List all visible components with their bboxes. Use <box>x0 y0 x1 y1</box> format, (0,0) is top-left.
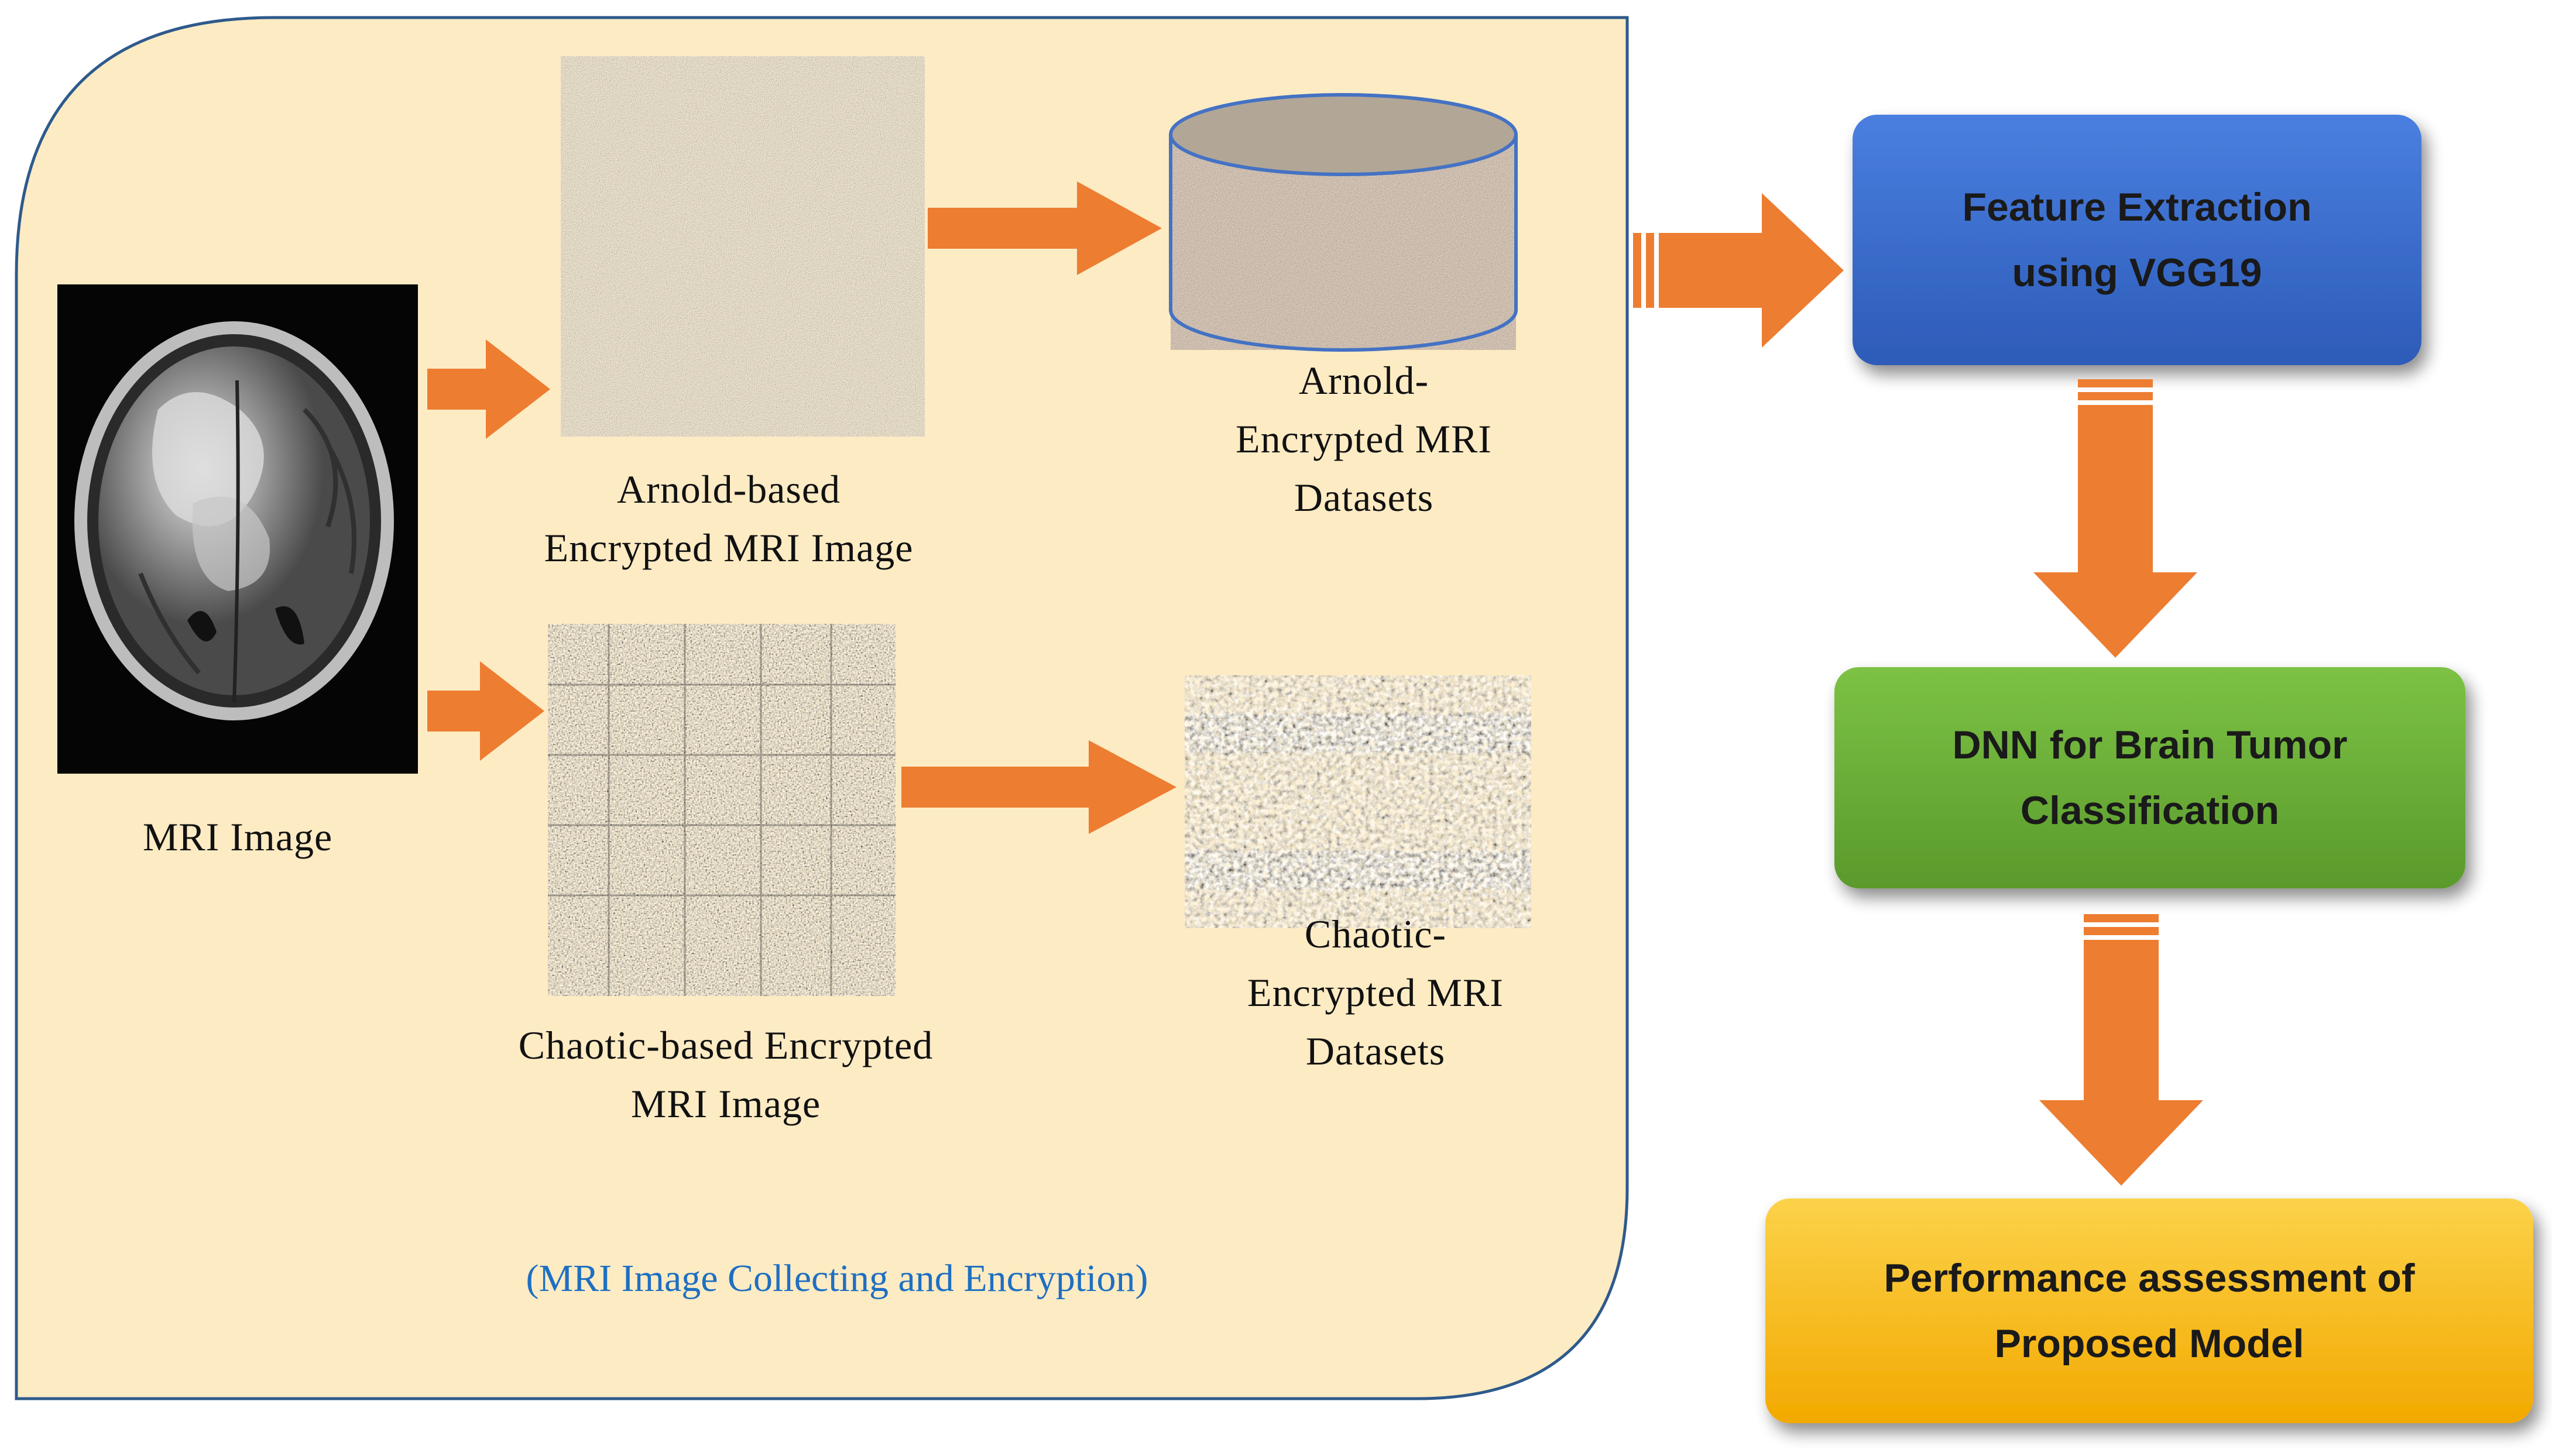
performance-assessment-line2: Proposed Model <box>1994 1321 2304 1366</box>
chaotic-dataset-label-line3: Datasets <box>1305 1029 1446 1073</box>
panel-caption: (MRI Image Collecting and Encryption) <box>526 1257 1148 1300</box>
arnold-image-label-line1: Arnold-based <box>616 467 841 511</box>
arnold-encrypted-image <box>561 56 925 437</box>
dnn-classification-box <box>1834 667 2465 888</box>
arnold-dataset-label-line3: Datasets <box>1294 475 1434 520</box>
arrow-panel-to-feature <box>1633 193 1844 348</box>
arnold-dataset-label-line1: Arnold- <box>1298 358 1429 403</box>
arrow-dnn-to-performance <box>2039 914 2203 1186</box>
arnold-dataset-label-line2: Encrypted MRI <box>1236 417 1492 461</box>
chaotic-image-label-line1: Chaotic-based Encrypted <box>518 1023 934 1067</box>
feature-extraction-text: Feature Extraction using VGG19 <box>1853 115 2421 365</box>
mri-image-label: MRI Image <box>142 815 333 859</box>
chaotic-dataset-label: Chaotic- Encrypted MRI Datasets <box>1176 905 1575 1080</box>
arrow-mri-to-chaotic <box>427 661 544 761</box>
arrow-mri-to-arnold <box>427 339 550 439</box>
arnold-image-label: Arnold-based Encrypted MRI Image <box>457 460 1001 577</box>
performance-assessment-text: Performance assessment of Proposed Model <box>1765 1199 2533 1423</box>
chaotic-encrypted-image <box>548 624 896 996</box>
dnn-classification-line1: DNN for Brain Tumor <box>1952 723 2348 767</box>
arnold-dataset-label: Arnold- Encrypted MRI Datasets <box>1165 351 1563 527</box>
chaotic-image-label: Chaotic-based Encrypted MRI Image <box>433 1016 1018 1133</box>
performance-assessment-line1: Performance assessment of <box>1884 1256 2415 1300</box>
chaotic-dataset-label-line1: Chaotic- <box>1304 912 1447 956</box>
mri-image <box>57 284 418 774</box>
performance-assessment-box <box>1765 1199 2533 1423</box>
arrow-feature-to-dnn <box>2033 379 2197 658</box>
dnn-classification-text: DNN for Brain Tumor Classification <box>1834 667 2465 888</box>
feature-extraction-box <box>1853 115 2421 365</box>
chaotic-dataset-label-line2: Encrypted MRI <box>1247 970 1504 1015</box>
chaotic-dataset-cylinder <box>1185 675 1531 928</box>
arnold-dataset-cylinder <box>1169 93 1518 352</box>
dnn-classification-line2: Classification <box>2020 788 2280 833</box>
arrow-arnold-to-dataset <box>928 181 1162 275</box>
chaotic-image-label-line2: MRI Image <box>630 1081 821 1126</box>
feature-extraction-line1: Feature Extraction <box>1962 185 2312 229</box>
arrow-chaotic-to-dataset <box>901 740 1176 834</box>
arnold-image-label-line2: Encrypted MRI Image <box>544 526 914 570</box>
feature-extraction-line2: using VGG19 <box>2012 250 2262 295</box>
